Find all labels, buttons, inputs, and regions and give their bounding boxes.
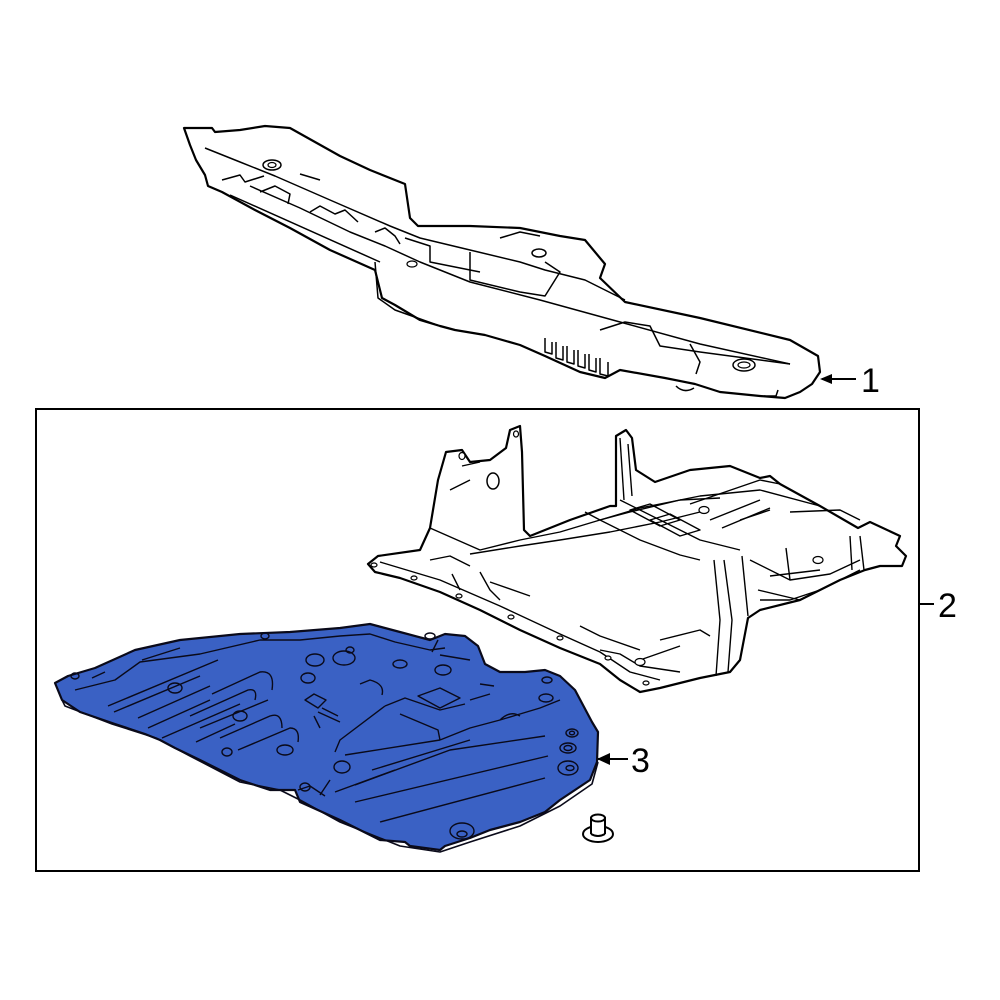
- callout-3-leader: [597, 753, 628, 765]
- part-1-radiator-cover[interactable]: [182, 124, 822, 400]
- group-box: [35, 408, 920, 872]
- callout-3-label: 3: [631, 742, 650, 780]
- callout-1-label: 1: [861, 362, 880, 400]
- part-3-under-cover[interactable]: [53, 622, 600, 853]
- callout-1-leader: [820, 374, 856, 384]
- callout-2-label: 2: [938, 587, 957, 625]
- part-2-splash-shield[interactable]: [366, 424, 908, 694]
- fastener-clip[interactable]: [582, 813, 614, 843]
